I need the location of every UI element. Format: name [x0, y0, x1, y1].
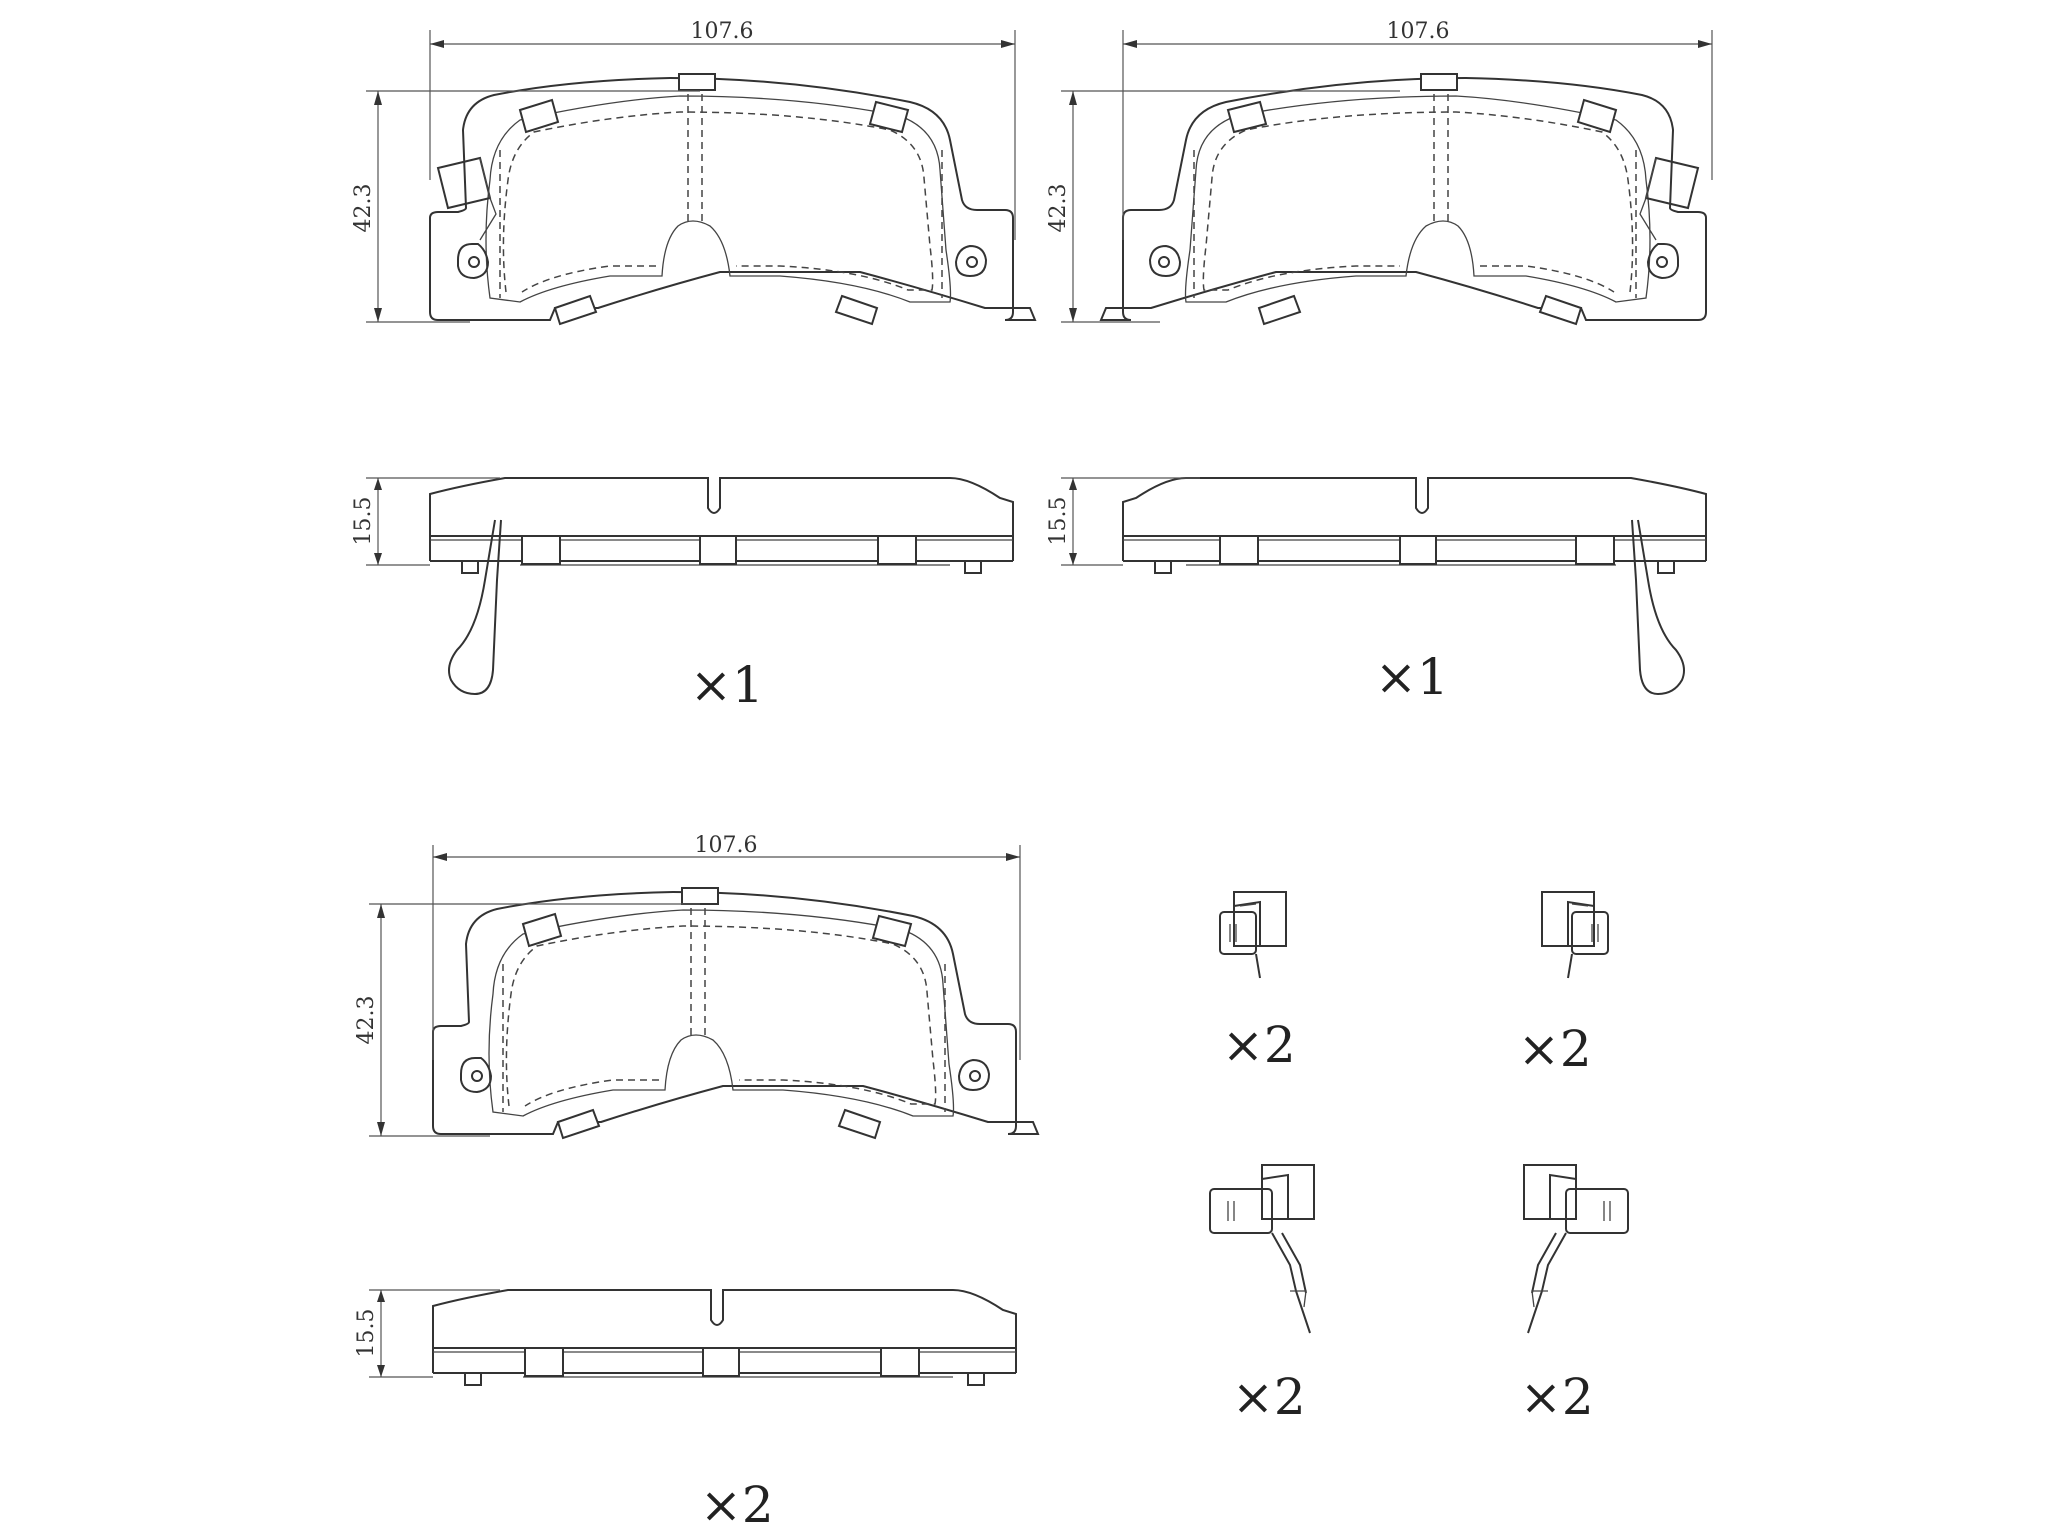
pad-3-thickness-dimension: 15.5 — [354, 1289, 500, 1378]
clip-2 — [1541, 891, 1609, 979]
pad-1-side-view — [429, 477, 1014, 574]
clip-4-quantity: ×2 — [1520, 1368, 1594, 1426]
clip-3-quantity: ×2 — [1232, 1368, 1306, 1426]
pad-3-thickness-label: 15.5 — [354, 1309, 379, 1358]
clip-1 — [1219, 891, 1287, 979]
pad-2-quantity: ×1 — [1375, 648, 1449, 706]
pad-1-front-view — [429, 73, 1036, 325]
pad-2-height-label: 42.3 — [1046, 184, 1071, 233]
pad-1-height-label: 42.3 — [351, 184, 376, 233]
pad-1-thickness-dimension: 15.5 — [351, 477, 500, 566]
pad-2-spring-clip — [1631, 519, 1685, 695]
pad-2-height-dimension: 42.3 — [1046, 90, 1400, 323]
pad-3-side-view — [432, 1289, 1017, 1386]
pad-1-quantity: ×1 — [690, 656, 764, 714]
pad-2-thickness-dimension: 15.5 — [1046, 477, 1200, 566]
pad-2-width-dimension: 107.6 — [1122, 19, 1713, 240]
pad-3-height-label: 42.3 — [354, 996, 379, 1045]
pad-3-width-dimension: 107.6 — [432, 833, 1021, 1060]
pad-1-height-dimension: 42.3 — [351, 90, 700, 323]
clip-4 — [1523, 1164, 1629, 1334]
pad-2-side-view — [1122, 477, 1707, 574]
pad-3-height-dimension: 42.3 — [354, 903, 700, 1137]
pad-1-spring-clip — [448, 519, 502, 695]
pad-3-front-view — [432, 887, 1039, 1139]
pad-2-width-label: 107.6 — [1387, 19, 1450, 44]
pad-2-thickness-label: 15.5 — [1046, 497, 1071, 546]
pad-1-thickness-label: 15.5 — [351, 497, 376, 546]
pad-1-width-dimension: 107.6 — [429, 19, 1016, 240]
clip-2-quantity: ×2 — [1518, 1020, 1592, 1078]
clip-3 — [1209, 1164, 1315, 1334]
clip-1-quantity: ×2 — [1222, 1016, 1296, 1074]
pad-3-quantity: ×2 — [700, 1476, 774, 1534]
pad-2-front-view — [1100, 73, 1707, 325]
pad-3-width-label: 107.6 — [695, 833, 758, 858]
pad-1-width-label: 107.6 — [691, 19, 754, 44]
